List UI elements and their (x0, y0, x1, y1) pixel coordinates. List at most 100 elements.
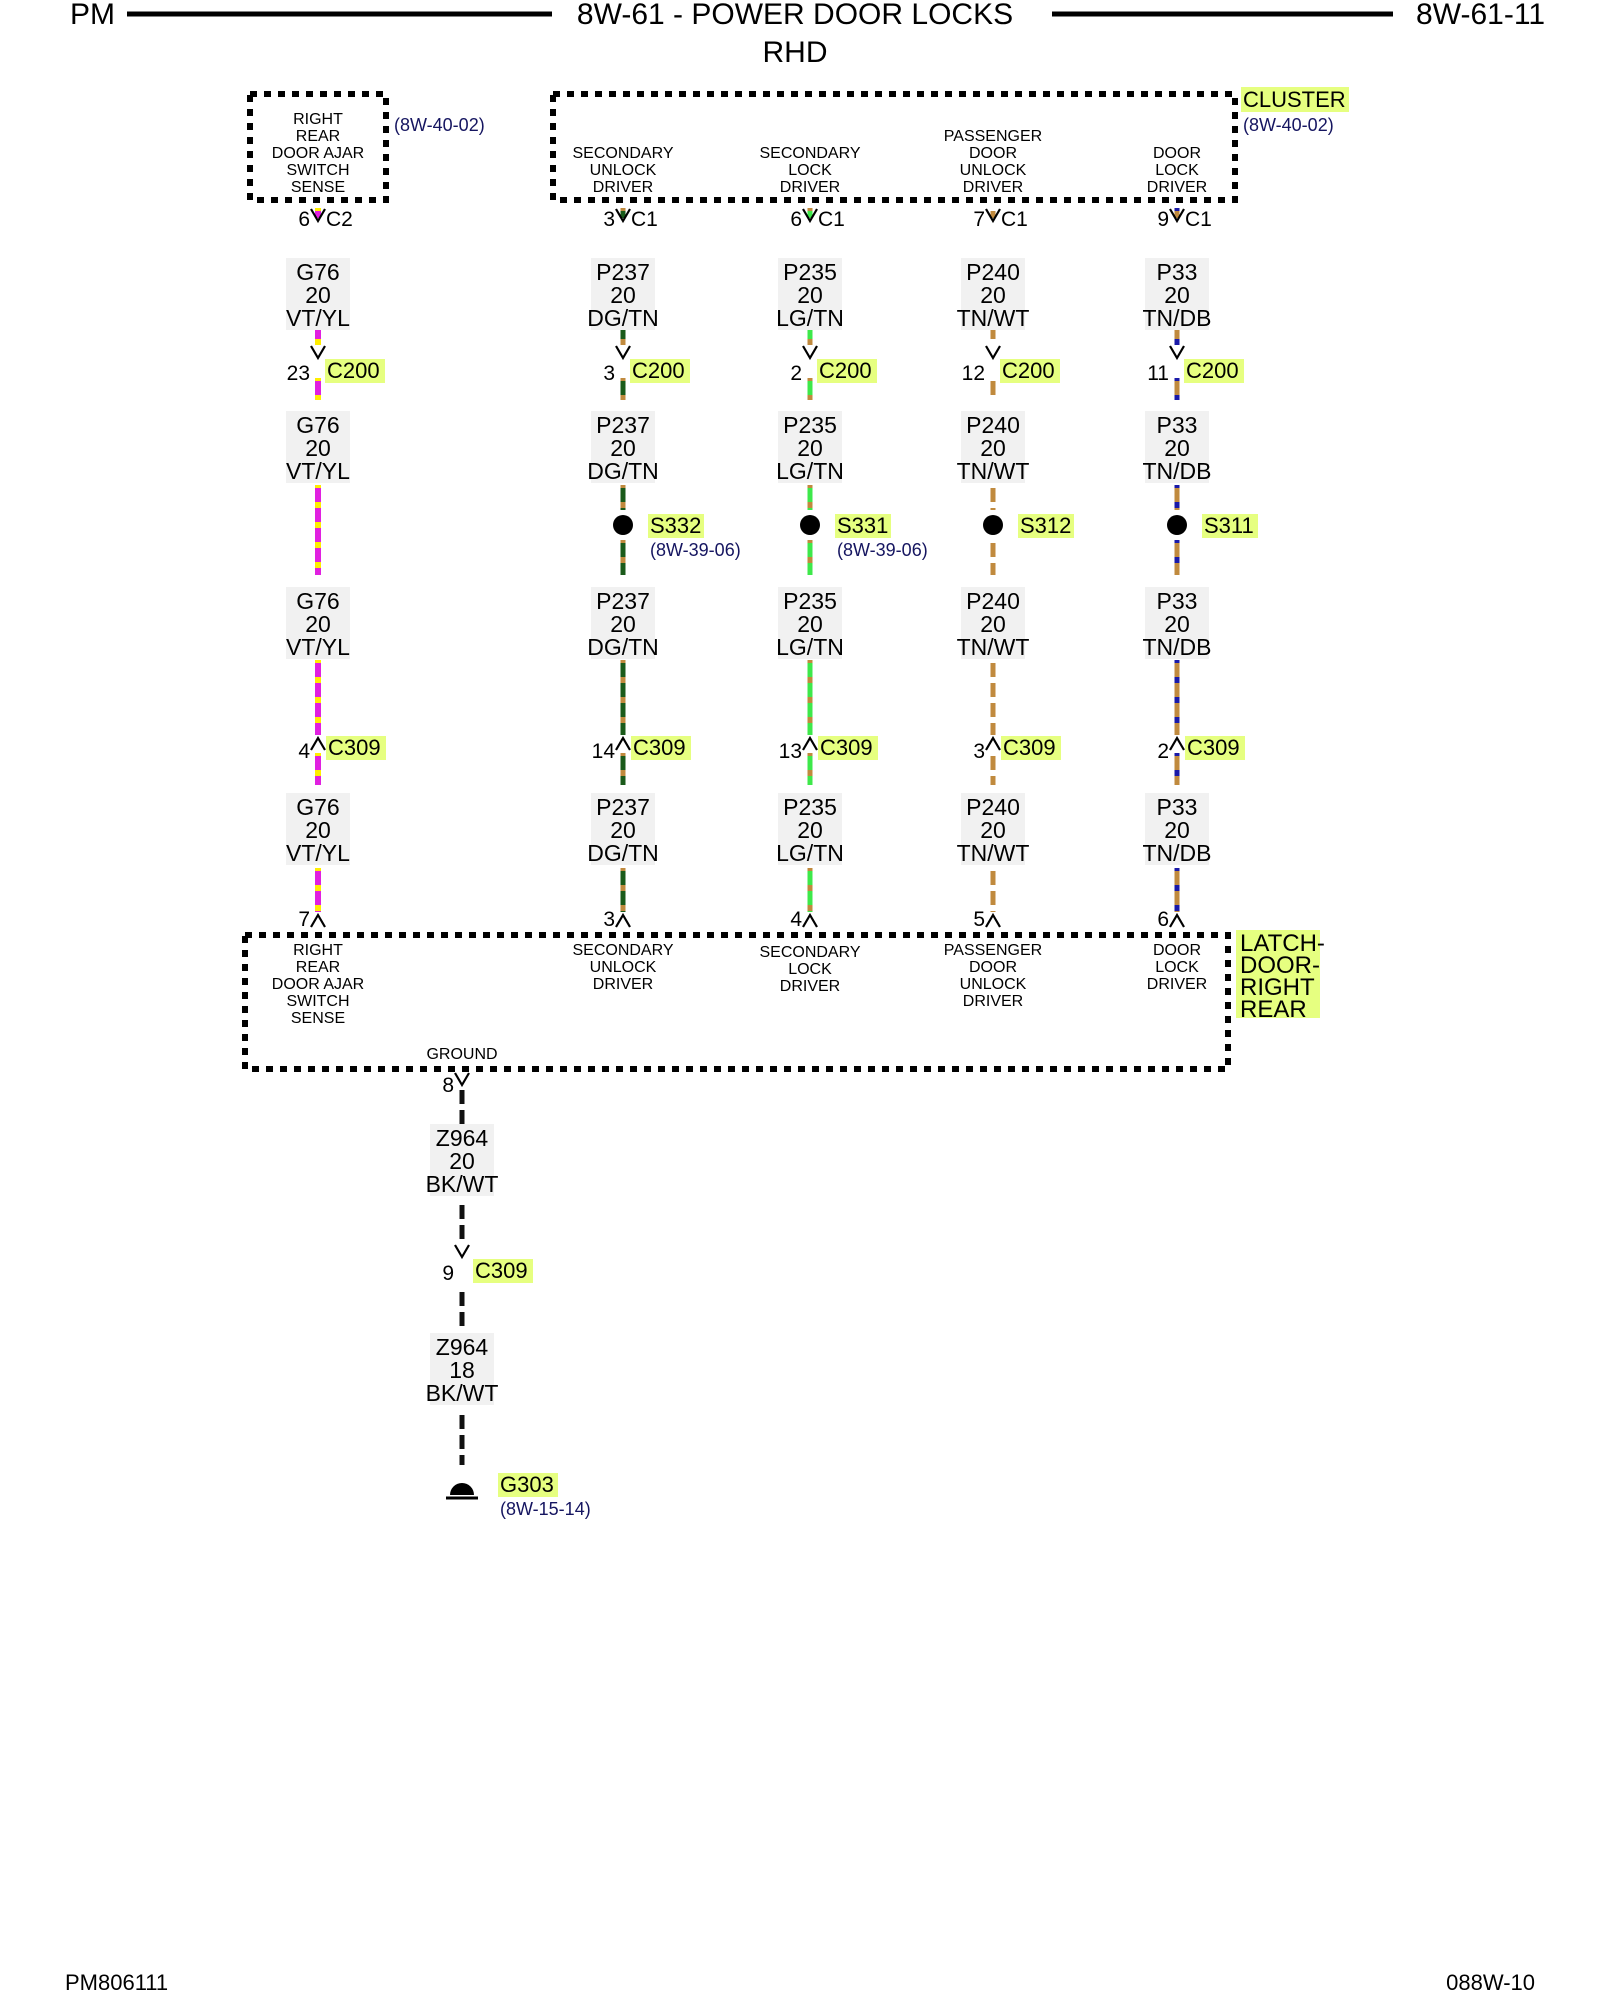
wire-label: P237 (596, 588, 650, 614)
ground-wire-label: BK/WT (426, 1380, 499, 1406)
wire-label: P33 (1157, 259, 1198, 285)
c200-label: C200 (327, 358, 380, 383)
wire-label: 20 (1164, 282, 1190, 308)
c200-label: C200 (632, 358, 685, 383)
ground-wire-label-background (430, 1124, 494, 1196)
wire-label: G76 (296, 412, 339, 438)
latch-pin-label: DRIVER (963, 993, 1023, 1010)
latch-name-line: RIGHT (1240, 974, 1315, 1001)
footer-left: PM806111 (65, 1970, 168, 1995)
connector-terminal-symbol (454, 1244, 470, 1260)
wire-label-background (1145, 411, 1209, 483)
cluster-pin-label: DOOR (1153, 145, 1201, 162)
wire-label-background (961, 258, 1025, 330)
latch-pin-label: DOOR (1153, 942, 1201, 959)
wire-label-background (778, 411, 842, 483)
wire-label: TN/DB (1143, 634, 1212, 660)
wire-label-background (961, 587, 1025, 659)
latch-pin-label: PASSENGER (944, 942, 1042, 959)
wire-label: VT/YL (286, 458, 350, 484)
splice-label: S331 (837, 513, 888, 538)
latch-name-highlight (1236, 930, 1320, 1018)
c200-pin: 23 (287, 362, 310, 385)
wire-label: LG/TN (776, 634, 844, 660)
connector-terminal-symbol (985, 912, 1001, 928)
ground-wire-label: 20 (449, 1148, 475, 1174)
door-ajar-line: RIGHT (293, 111, 343, 128)
connector-terminal-symbol (615, 208, 631, 224)
wire-label: P33 (1157, 588, 1198, 614)
cluster-component-box (550, 91, 1238, 203)
wire-label: TN/WT (957, 634, 1030, 660)
splice-label-highlight (1018, 514, 1074, 538)
door-ajar-line: REAR (296, 128, 340, 145)
c200-label: C200 (1186, 358, 1239, 383)
latch-name-line: LATCH- (1240, 930, 1325, 957)
c309-pin: 4 (298, 740, 310, 763)
connector-terminal-symbol (985, 345, 1001, 361)
ground-wire-label: Z964 (436, 1125, 489, 1151)
wire-label-background (961, 411, 1025, 483)
latch-pin-label: DRIVER (780, 978, 840, 995)
wire-label-background (778, 587, 842, 659)
cluster-name-highlight (1241, 87, 1349, 112)
top-connector-name: C1 (1185, 208, 1212, 231)
header-subtitle: RHD (763, 36, 828, 69)
c200-label: C200 (819, 358, 872, 383)
cluster-pin-label: DRIVER (780, 179, 840, 196)
wire-label: LG/TN (776, 305, 844, 331)
c200-label: C200 (1002, 358, 1055, 383)
latch-pin-label: DRIVER (1147, 976, 1207, 993)
wire-label-background (286, 587, 350, 659)
wire-label: P237 (596, 259, 650, 285)
door-ajar-line: SENSE (291, 179, 345, 196)
connector-terminal-symbol (802, 735, 818, 751)
cluster-pin-label: DRIVER (1147, 179, 1207, 196)
wire-label: 20 (797, 817, 823, 843)
ground-symbol (450, 1483, 474, 1495)
cluster-pin-label: PASSENGER (944, 128, 1042, 145)
latch-name-line: DOOR- (1240, 952, 1320, 979)
ground-wire-label: Z964 (436, 1334, 489, 1360)
cluster-pin-label: LOCK (1155, 162, 1199, 179)
top-connector-pin: 3 (603, 208, 615, 231)
connector-terminal-symbol (615, 912, 631, 928)
cluster-name: CLUSTER (1243, 87, 1346, 112)
connector-terminal-symbol (1169, 735, 1185, 751)
wire-label-background (961, 793, 1025, 865)
top-connector-pin: 6 (790, 208, 802, 231)
wire-label: P235 (783, 588, 837, 614)
wire-label: 20 (980, 817, 1006, 843)
c200-label-highlight (817, 359, 877, 383)
splice-dot (1167, 515, 1187, 535)
wire-label: LG/TN (776, 458, 844, 484)
latch-pin-label: SECONDARY (759, 944, 860, 961)
wire-label-background (591, 411, 655, 483)
latch-pin: 5 (973, 908, 985, 931)
wire-label: 20 (1164, 435, 1190, 461)
ground-reference: (8W-15-14) (500, 1499, 591, 1519)
wire-label: 20 (610, 282, 636, 308)
footer-right: 088W-10 (1446, 1970, 1535, 1995)
latch-pin-label: LOCK (1155, 959, 1199, 976)
wire-label: 20 (305, 611, 331, 637)
latch-pin: 3 (603, 908, 615, 931)
wire-label: P237 (596, 794, 650, 820)
c309-pin: 2 (1157, 740, 1169, 763)
door-ajar-reference: (8W-40-02) (394, 115, 485, 135)
cluster-pin-label: UNLOCK (590, 162, 657, 179)
header-left: PM (70, 0, 115, 31)
splice-label-highlight (648, 514, 704, 538)
wire-label-background (286, 411, 350, 483)
wire-label: 20 (797, 611, 823, 637)
wire-label: G76 (296, 259, 339, 285)
ground-wire-label: BK/WT (426, 1171, 499, 1197)
latch-pin: 6 (1157, 908, 1169, 931)
wire-label: DG/TN (587, 305, 659, 331)
c200-pin: 2 (790, 362, 802, 385)
c200-label-highlight (1184, 359, 1244, 383)
ground-latch-pin: 8 (442, 1074, 454, 1097)
latch-ground-label: GROUND (426, 1046, 497, 1063)
top-connector-pin: 9 (1157, 208, 1169, 231)
